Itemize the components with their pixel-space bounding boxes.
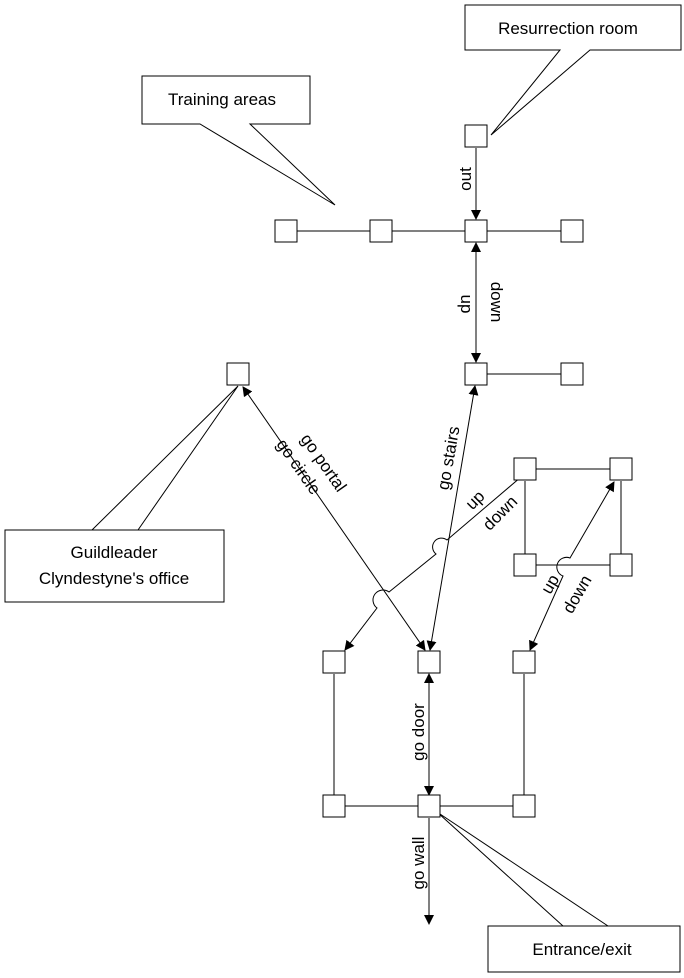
training-areas-label: Training areas [168,90,276,109]
resurrection-room-label: Resurrection room [498,19,638,38]
callout-resurrection-room: Resurrection room [464,4,682,136]
room-upper-se[interactable] [609,553,633,577]
label-go-door: go door [409,703,428,761]
label-up-west: up [462,487,489,514]
label-down-east: down [559,572,596,617]
room-training-mid[interactable] [369,219,393,243]
room-lower-sw[interactable] [322,794,346,818]
office-label-line2: Clyndestyne's office [39,569,189,588]
callout-training-areas: Training areas [141,75,336,206]
room-middle-east[interactable] [560,362,584,386]
rooms [226,124,633,818]
room-connectors [297,230,622,807]
office-label-line1: Guildleader [71,543,158,562]
label-up-main: up [457,295,476,314]
room-training-west[interactable] [274,219,298,243]
room-lower-ne[interactable] [512,650,536,674]
room-lower-se[interactable] [512,794,536,818]
arrow-labels: out up down go stairs go portal go circl… [273,167,596,890]
room-lower-n[interactable] [417,650,441,674]
arrow-go-portal [242,386,426,651]
entrance-exit-label: Entrance/exit [532,940,631,959]
room-lower-nw[interactable] [322,650,346,674]
room-upper-ne[interactable] [609,457,633,481]
room-resurrection[interactable] [464,124,488,148]
room-upper-sw[interactable] [513,553,537,577]
label-out: out [456,167,475,191]
label-up-east: up [537,571,563,597]
callout-guildleader-office: Guildleader Clyndestyne's office [4,385,239,603]
arrow-up-down-east [529,481,615,651]
room-upper-nw[interactable] [513,457,537,481]
direction-arrows [242,148,615,925]
label-go-wall: go wall [409,837,428,890]
room-guildleader-office[interactable] [226,362,250,386]
room-training-center[interactable] [464,219,488,243]
room-entrance[interactable] [417,794,441,818]
label-down-main: down [487,282,506,323]
arrow-up-down-west [344,470,529,651]
callout-entrance-exit: Entrance/exit [436,811,681,973]
room-middle-hall[interactable] [464,362,488,386]
room-training-east[interactable] [560,219,584,243]
arrow-go-stairs [426,385,479,651]
